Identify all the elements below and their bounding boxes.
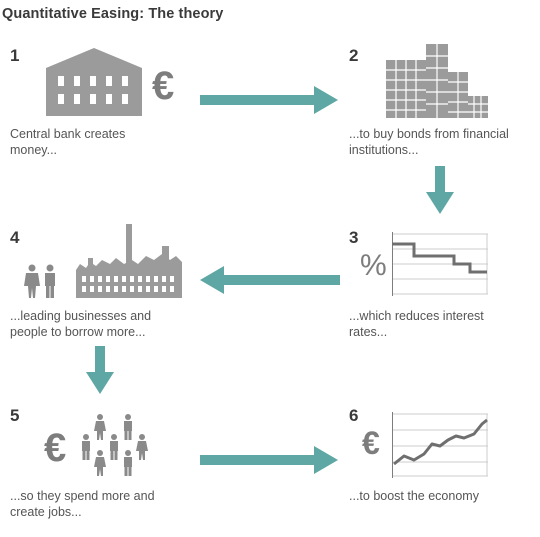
arrow-right-1 bbox=[200, 86, 338, 114]
step-5-caption: ...so they spend more and create jobs... bbox=[10, 488, 200, 520]
arrow-down-1 bbox=[426, 166, 454, 214]
arrow-down-2 bbox=[86, 346, 114, 394]
percent-icon: % bbox=[360, 249, 387, 282]
step-3-number: 3 bbox=[349, 228, 359, 247]
step-1-line-2: money... bbox=[10, 143, 58, 157]
office-buildings-icon bbox=[386, 44, 488, 118]
step-3-line-2: rates... bbox=[349, 325, 388, 339]
factory-icon bbox=[76, 224, 182, 298]
arrow-right-2 bbox=[200, 446, 338, 474]
step-5-line-1: ...so they spend more and bbox=[10, 489, 155, 503]
page-title: Quantitative Easing: The theory bbox=[2, 6, 224, 22]
step-2-number: 2 bbox=[349, 46, 359, 65]
people-pair-icon bbox=[24, 264, 55, 298]
arrow-left-1 bbox=[200, 266, 340, 294]
step-4-line-1: ...leading businesses and bbox=[10, 309, 152, 323]
step-6-number: 6 bbox=[349, 406, 359, 425]
step-6-caption: ...to boost the economy bbox=[349, 488, 539, 504]
step-1-caption: Central bank creates money... bbox=[10, 126, 200, 158]
euro-icon-3: € bbox=[362, 425, 380, 461]
bank-building-icon bbox=[46, 48, 142, 116]
step-6-line-1: ...to boost the economy bbox=[349, 489, 479, 503]
step-5-number: 5 bbox=[10, 406, 20, 425]
step-4-number: 4 bbox=[10, 228, 20, 247]
step-3-line-1: ...which reduces interest bbox=[349, 309, 484, 323]
step-4-caption: ...leading businesses and people to borr… bbox=[10, 308, 200, 340]
step-1-line-1: Central bank creates bbox=[10, 127, 126, 141]
crowd-icon bbox=[82, 414, 148, 476]
step-1-number: 1 bbox=[10, 46, 20, 65]
euro-icon-2: € bbox=[44, 426, 67, 470]
step-2-caption: ...to buy bonds from financial instituti… bbox=[349, 126, 539, 158]
step-2-line-2: institutions... bbox=[349, 143, 419, 157]
step-5-line-2: create jobs... bbox=[10, 505, 82, 519]
rising-economy-chart-icon bbox=[392, 412, 488, 478]
step-3-caption: ...which reduces interest rates... bbox=[349, 308, 539, 340]
falling-rate-chart-icon bbox=[392, 232, 488, 296]
step-4-line-2: people to borrow more... bbox=[10, 325, 146, 339]
step-2-line-1: ...to buy bonds from financial bbox=[349, 127, 509, 141]
euro-icon: € bbox=[152, 64, 175, 108]
